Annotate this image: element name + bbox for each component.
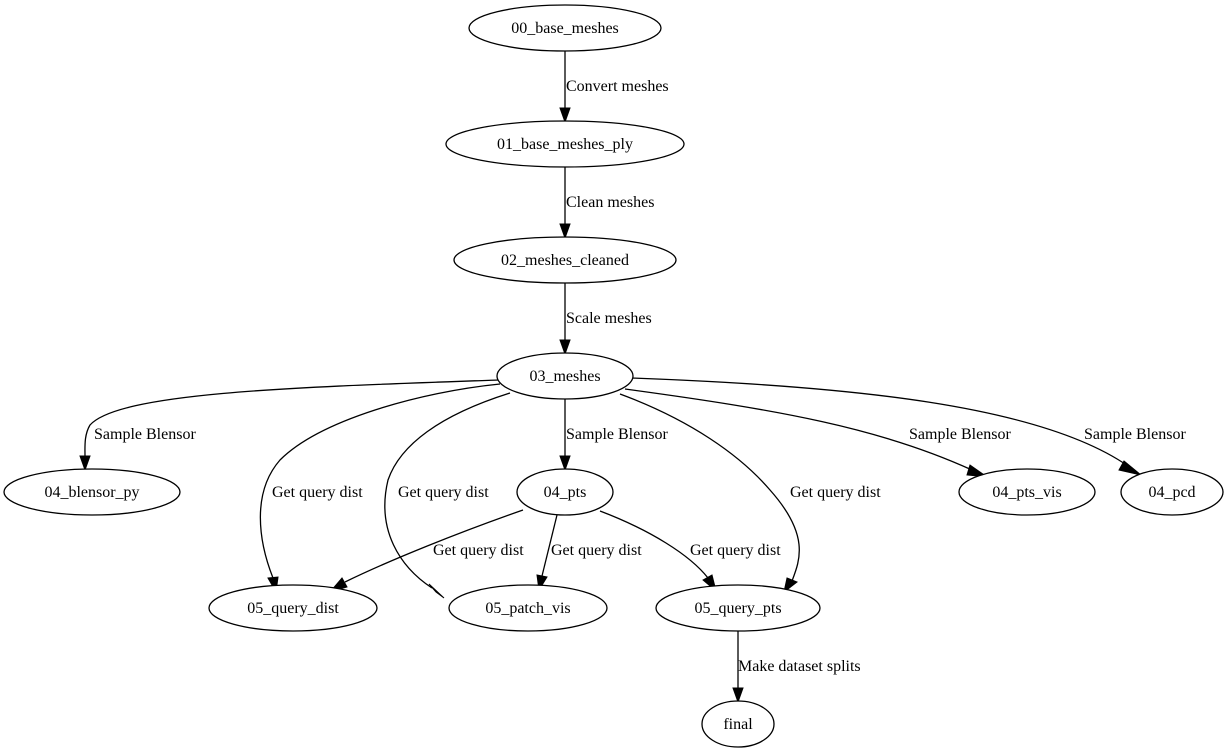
edge-label: Scale meshes — [566, 310, 652, 327]
edge-label: Get query dist — [398, 484, 489, 501]
edge-pts-to-query-pts: Get query dist — [599, 510, 781, 593]
edge-label: Get query dist — [551, 542, 642, 559]
node-label: 01_base_meshes_ply — [497, 136, 633, 153]
node-02-meshes-cleaned: 02_meshes_cleaned — [453, 236, 677, 284]
node-01-base-meshes-ply: 01_base_meshes_ply — [445, 120, 685, 168]
edge-label: Sample Blensor — [909, 426, 1011, 443]
edge-cleaned-to-meshes: Scale meshes — [559, 283, 652, 356]
node-label: 04_pcd — [1148, 484, 1195, 501]
node-04-pts-vis: 04_pts_vis — [958, 468, 1096, 516]
edge-meshes-to-blensor-py: Sample Blensor — [79, 379, 499, 472]
node-label: 02_meshes_cleaned — [501, 252, 629, 269]
edge-label: Sample Blensor — [1084, 426, 1186, 443]
node-label: 04_pts_vis — [992, 484, 1061, 501]
edge-pts-to-patch-vis: Get query dist — [536, 514, 642, 592]
node-05-query-pts: 05_query_pts — [655, 584, 821, 632]
edge-label: Get query dist — [433, 542, 524, 559]
node-label: 05_patch_vis — [485, 600, 570, 617]
edge-meshes-to-query-pts: Get query dist — [619, 393, 881, 594]
node-label: 04_blensor_py — [44, 484, 139, 501]
edge-meshes-to-pcd: Sample Blensor — [631, 377, 1186, 476]
node-label: 00_base_meshes — [511, 20, 619, 37]
node-05-patch-vis: 05_patch_vis — [448, 584, 608, 632]
node-label: 05_query_pts — [694, 600, 781, 617]
edge-meshes-to-pts-vis: Sample Blensor — [624, 388, 1011, 478]
node-03-meshes: 03_meshes — [496, 352, 634, 400]
node-final: final — [701, 700, 775, 748]
edge-label: Get query dist — [272, 484, 363, 501]
node-label: 03_meshes — [529, 368, 600, 385]
edge-label: Get query dist — [790, 484, 881, 501]
node-label: 04_pts — [544, 484, 587, 501]
edge-label: Get query dist — [690, 542, 781, 559]
node-04-pcd: 04_pcd — [1120, 468, 1224, 516]
node-04-pts: 04_pts — [516, 468, 614, 516]
edge-label: Sample Blensor — [566, 426, 668, 443]
node-04-blensor-py: 04_blensor_py — [3, 468, 181, 516]
node-00-base-meshes: 00_base_meshes — [468, 4, 662, 52]
edge-label: Convert meshes — [566, 78, 669, 95]
node-label: final — [723, 716, 753, 733]
edge-meshes-to-pts: Sample Blensor — [559, 399, 668, 472]
edge-label: Make dataset splits — [738, 658, 861, 675]
edge-label: Sample Blensor — [94, 426, 196, 443]
edge-pts-to-query-dist: Get query dist — [328, 509, 524, 593]
edge-meshes-to-patch-vis: Get query dist — [384, 392, 511, 599]
edge-query-pts-to-final: Make dataset splits — [732, 631, 861, 704]
edge-ply-to-cleaned: Clean meshes — [559, 167, 654, 240]
edge-base-to-ply: Convert meshes — [559, 51, 669, 124]
edge-label: Clean meshes — [566, 194, 654, 211]
node-05-query-dist: 05_query_dist — [208, 584, 378, 632]
node-label: 05_query_dist — [247, 600, 339, 617]
